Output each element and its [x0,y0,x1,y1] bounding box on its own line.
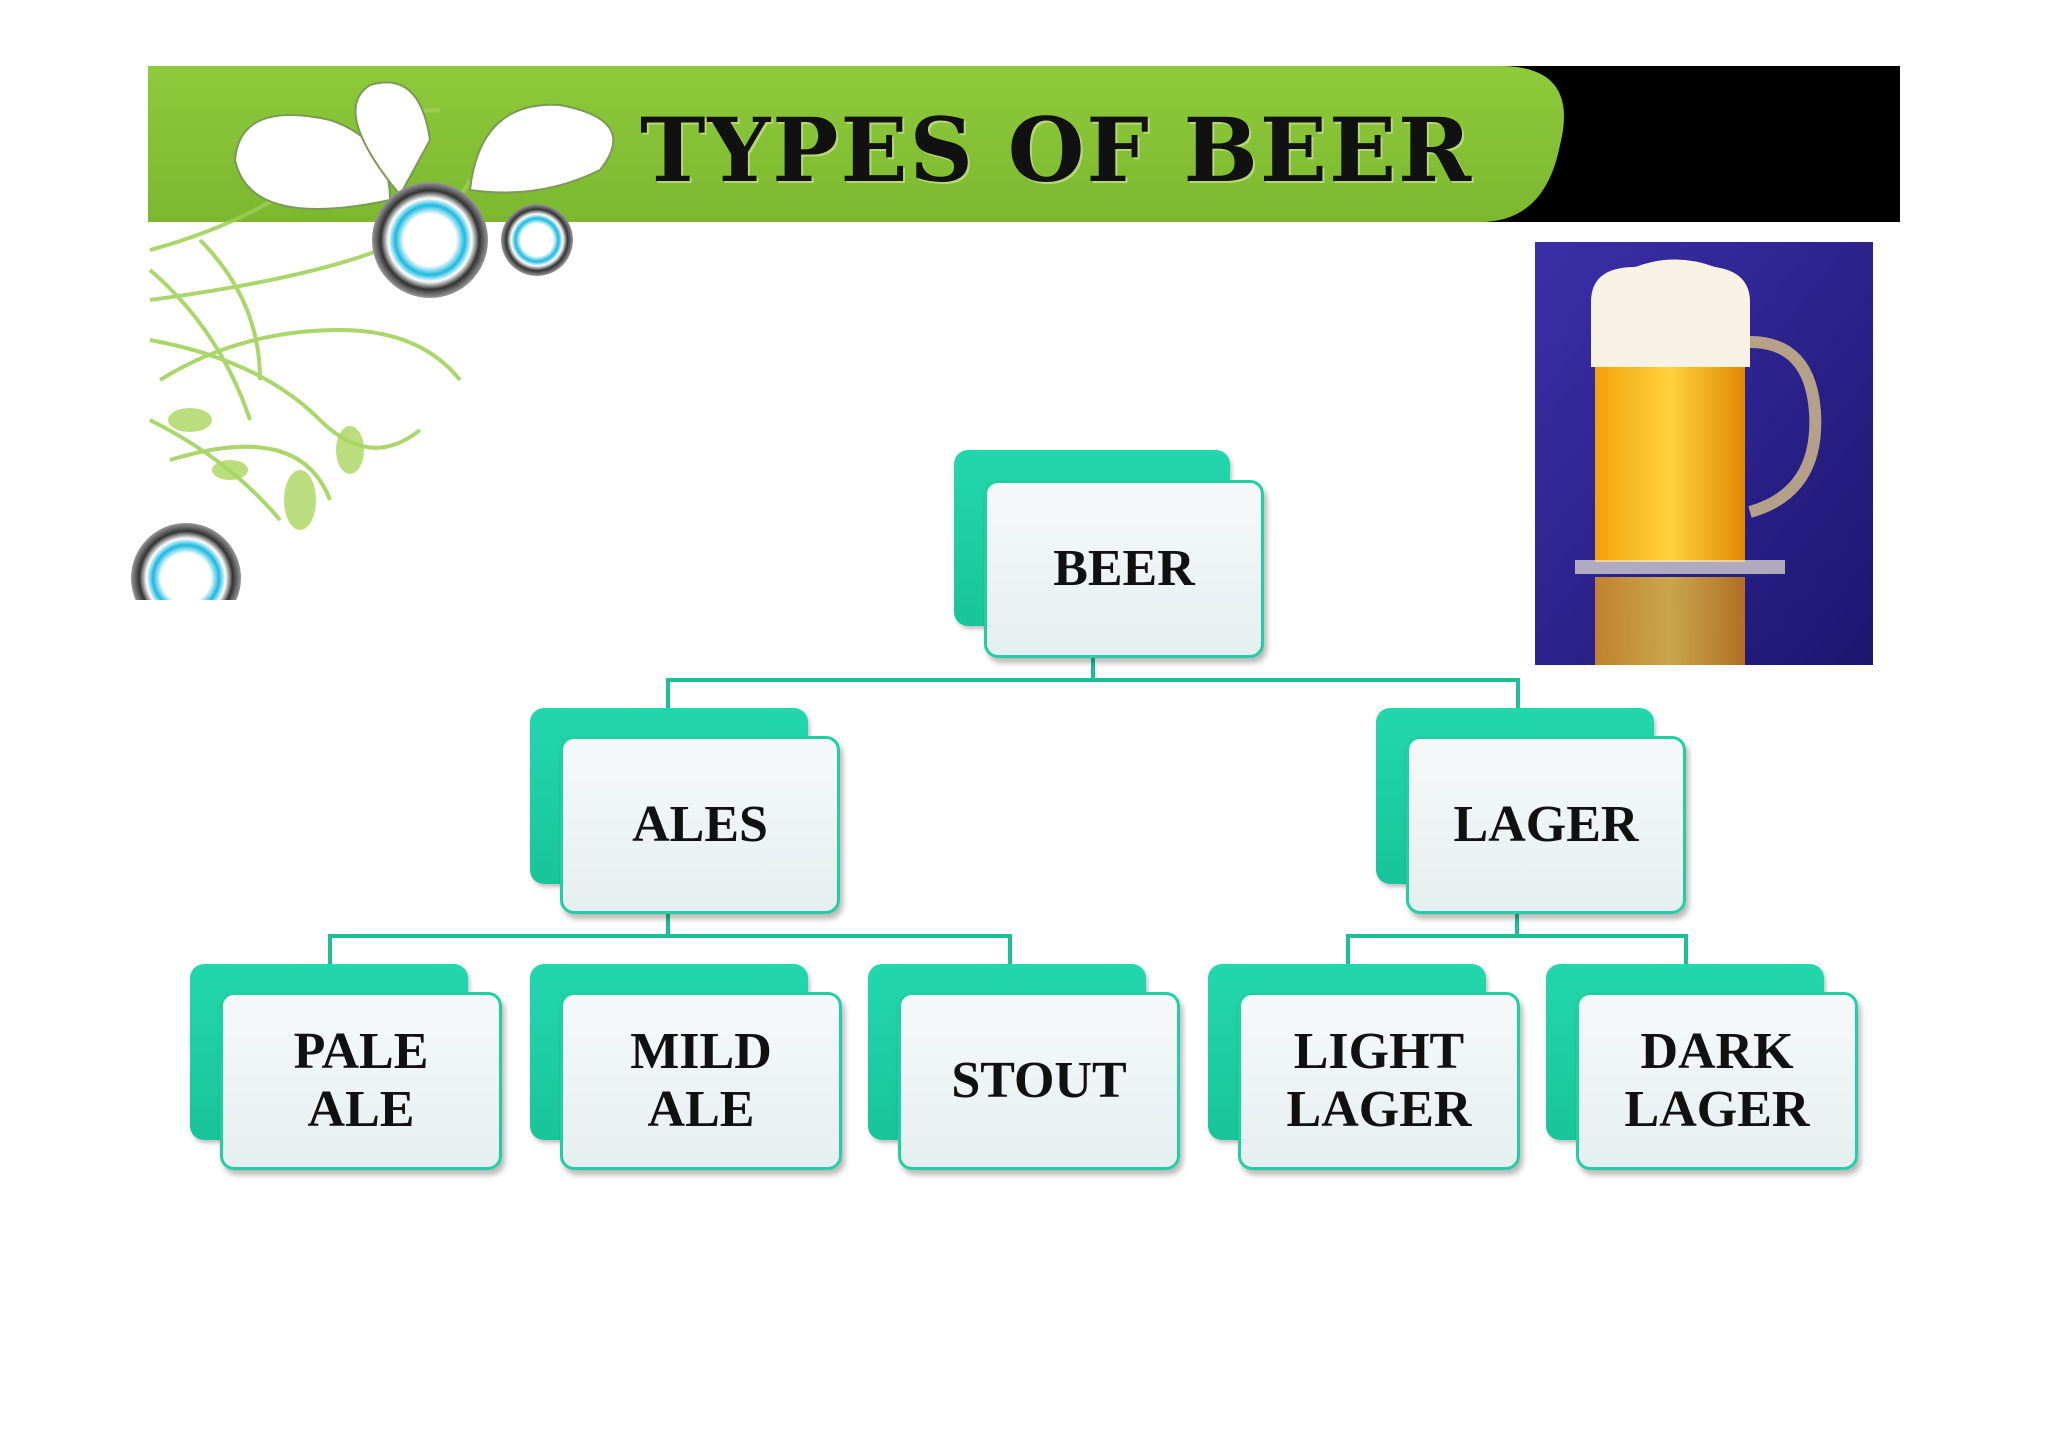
connector [666,912,670,936]
node-label: LAGER [1453,796,1639,853]
node-dark-lager: DARK LAGER [1576,992,1858,1170]
slide-title: TYPES OF BEER [640,98,1474,202]
node-stout: STOUT [898,992,1180,1170]
node-label: LIGHT LAGER [1286,1023,1472,1138]
connector [1684,934,1688,966]
node-pale-ale: PALE ALE [220,992,502,1170]
node-beer: BEER [984,480,1264,658]
node-label: MILD ALE [630,1023,772,1138]
connector [1008,934,1012,966]
connector [1515,912,1519,936]
node-ales: ALES [560,736,840,914]
connector [666,678,670,708]
connector [1346,934,1688,938]
node-label: DARK LAGER [1624,1023,1810,1138]
node-label: BEER [1053,540,1195,597]
connector [1346,934,1350,966]
node-lager: LAGER [1406,736,1686,914]
node-label: PALE ALE [293,1023,429,1138]
connector [328,934,332,966]
connector [328,934,1012,938]
connector [666,678,1520,682]
node-label: STOUT [951,1052,1127,1109]
header-banner [131,66,1900,600]
connector [1516,678,1520,708]
node-mild-ale: MILD ALE [560,992,842,1170]
beer-mug-photo [1535,242,1873,665]
concentric-circle-icon [372,182,488,298]
node-label: ALES [632,796,768,853]
connector [1091,658,1095,680]
node-light-lager: LIGHT LAGER [1238,992,1520,1170]
